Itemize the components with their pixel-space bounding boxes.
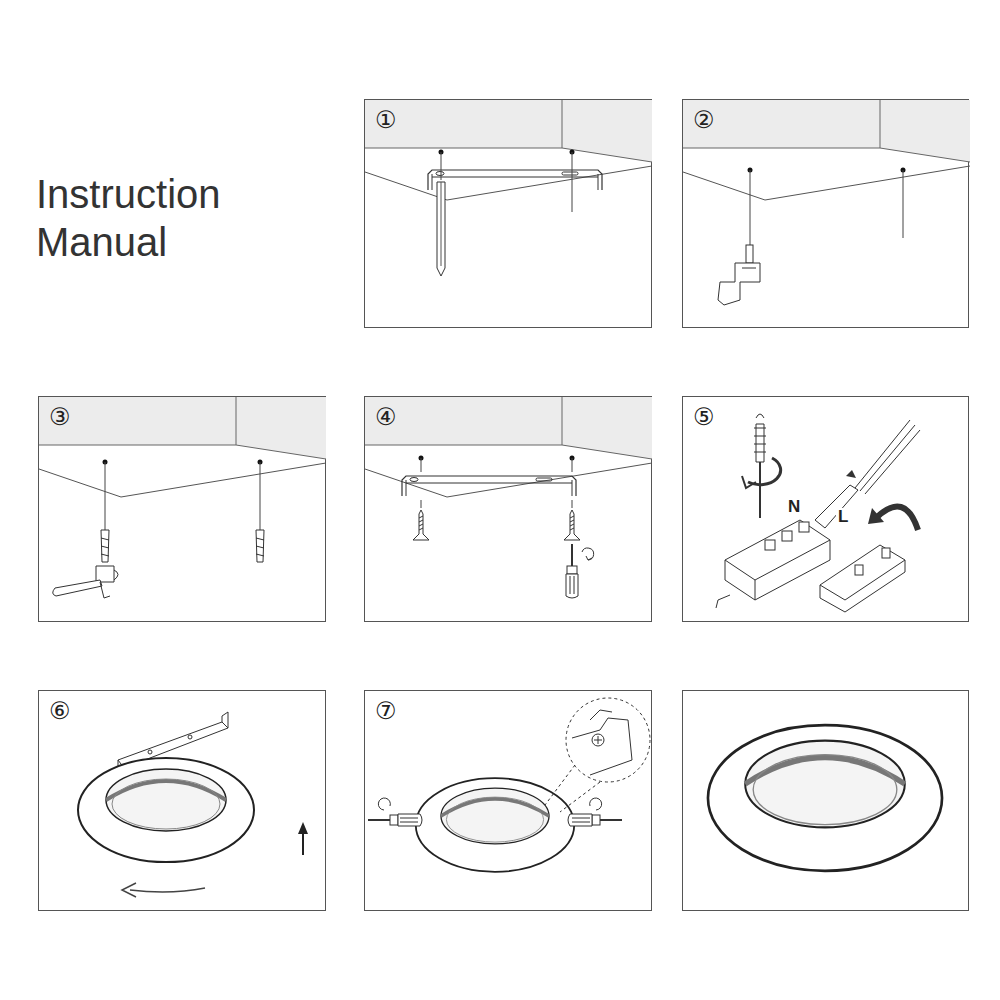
step-number: ② [693, 108, 715, 132]
step-three-art [39, 397, 326, 598]
step-number: ⑦ [375, 699, 397, 723]
step-five-art [716, 414, 920, 612]
finished-lamp [708, 725, 942, 871]
step-one-art [365, 100, 652, 276]
step-four-art [365, 397, 652, 598]
terminal-letter: N [786, 498, 802, 515]
step-six-art [78, 712, 308, 897]
step-number: ⑥ [49, 699, 71, 723]
step-number: ① [375, 108, 397, 132]
title: Instruction Manual [36, 170, 261, 266]
step-number: ④ [375, 405, 397, 429]
panel-frames [39, 100, 969, 911]
step-number: ⑤ [693, 405, 715, 429]
step-two-art [683, 100, 970, 305]
terminal-letter: L [836, 508, 850, 525]
step-number: ③ [49, 405, 71, 429]
step-seven-art [368, 698, 650, 872]
